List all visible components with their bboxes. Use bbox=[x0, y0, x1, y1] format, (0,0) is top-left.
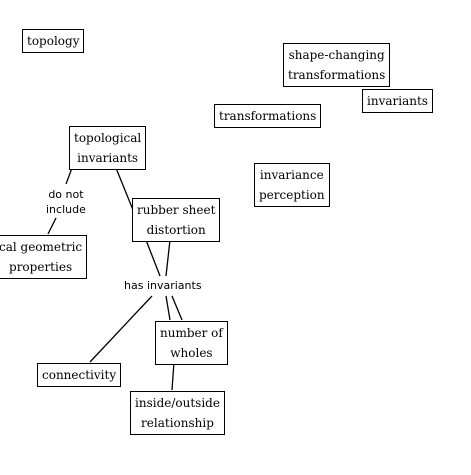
node-rubber-sheet-distortion: rubber sheet distortion bbox=[132, 198, 221, 242]
node-invariants: invariants bbox=[362, 89, 433, 113]
node-number-of-wholes: number of wholes bbox=[155, 321, 228, 365]
node-topology: topology bbox=[22, 29, 85, 53]
node-connectivity: connectivity bbox=[37, 363, 122, 387]
link-has-invariants-to-connectivity bbox=[89, 295, 153, 363]
node-inside-outside-relationship: inside/outside relationship bbox=[130, 391, 225, 435]
node-shape-changing-transformations: shape-changing transformations bbox=[283, 43, 391, 87]
link-number-of-wholes-to-inside-outside bbox=[171, 361, 175, 391]
node-local-geometric-properties: cal geometric properties bbox=[0, 235, 88, 279]
link-label-has-invariants: has invariants bbox=[124, 278, 202, 293]
link-rubber-sheet-to-has-invariants-left bbox=[145, 239, 161, 277]
link-topological-invariants-to-do-not-include bbox=[65, 167, 73, 185]
link-do-not-include-to-local-geometric bbox=[47, 217, 57, 235]
link-topological-invariants-to-rubber-sheet bbox=[115, 167, 134, 211]
node-transformations: transformations bbox=[214, 104, 322, 128]
node-topological-invariants: topological invariants bbox=[69, 126, 147, 170]
link-has-invariants-to-number-of-wholes-a bbox=[165, 295, 171, 321]
node-invariance-perception: invariance perception bbox=[254, 163, 330, 207]
link-label-do-not-include: do not include bbox=[46, 187, 86, 217]
link-rubber-sheet-to-has-invariants-right bbox=[165, 239, 171, 277]
link-has-invariants-to-number-of-wholes-b bbox=[171, 295, 183, 321]
